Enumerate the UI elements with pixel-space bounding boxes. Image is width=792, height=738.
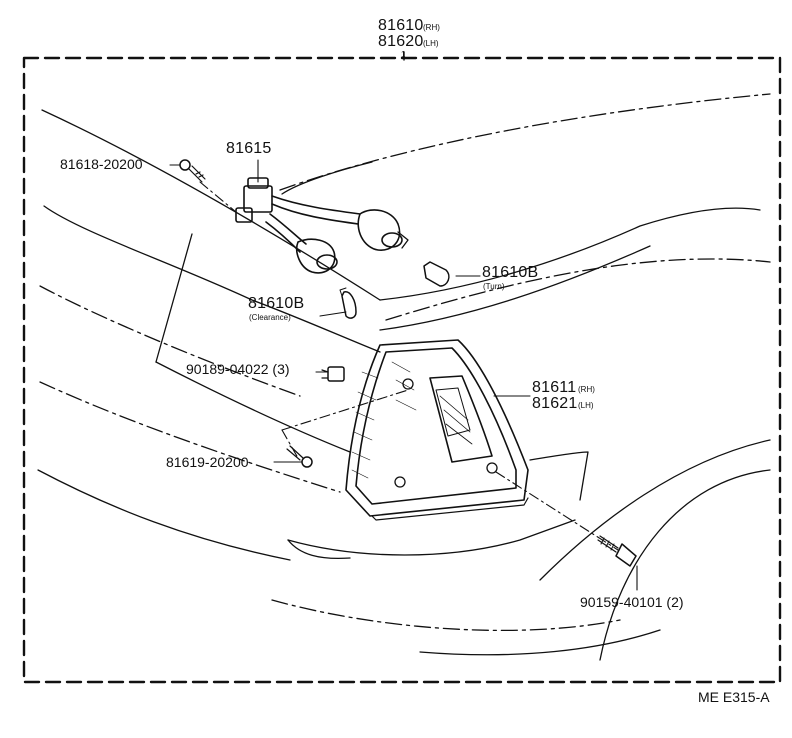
nut-clip: [321, 366, 345, 382]
callout-socket: 81615: [226, 140, 272, 157]
callout-bulb-turn: 81610B: [482, 264, 539, 281]
callout-81620-lh-suffix: (LH): [423, 39, 439, 48]
installation-lines: [199, 181, 619, 551]
callout-lens-lh-suffix: (LH): [578, 401, 594, 410]
callout-81610-rh-suffix: (RH): [423, 23, 440, 32]
diagram-code: ME E315-A: [698, 689, 770, 705]
screw-upper: [179, 159, 206, 183]
bulb-clearance-shape: [339, 287, 357, 319]
bulb-turn-shape: [423, 261, 450, 287]
callout-bulb-turn-note: (Turn): [483, 282, 505, 291]
callout-nut-90189: 90189-04022 (3): [186, 361, 290, 377]
callout-screw-81619: 81619-20200: [166, 454, 249, 470]
assembly-boundary: [22, 56, 782, 684]
callout-bulb-clearance-note: (Clearance): [249, 313, 291, 322]
callout-81610-rh: 81610: [378, 17, 424, 34]
socket-harness: [235, 177, 409, 274]
lamp-lens: [345, 339, 529, 521]
callout-bulb-clearance: 81610B: [248, 295, 305, 312]
callout-lens-rh: 81611: [532, 379, 577, 396]
screw-lower: [286, 445, 313, 468]
callout-81620-lh: 81620: [378, 33, 424, 50]
callout-screw-81618: 81618-20200: [60, 156, 143, 172]
callout-bolt-90159: 90159-40101 (2): [580, 594, 684, 610]
body-panel-lines: [37, 93, 771, 661]
leader-lines: [169, 159, 638, 591]
callout-marker: 1: [401, 50, 406, 59]
callout-lens-lh: 81621: [532, 395, 578, 412]
callout-lens-rh-suffix: (RH): [578, 385, 595, 394]
bolt: [597, 535, 637, 567]
